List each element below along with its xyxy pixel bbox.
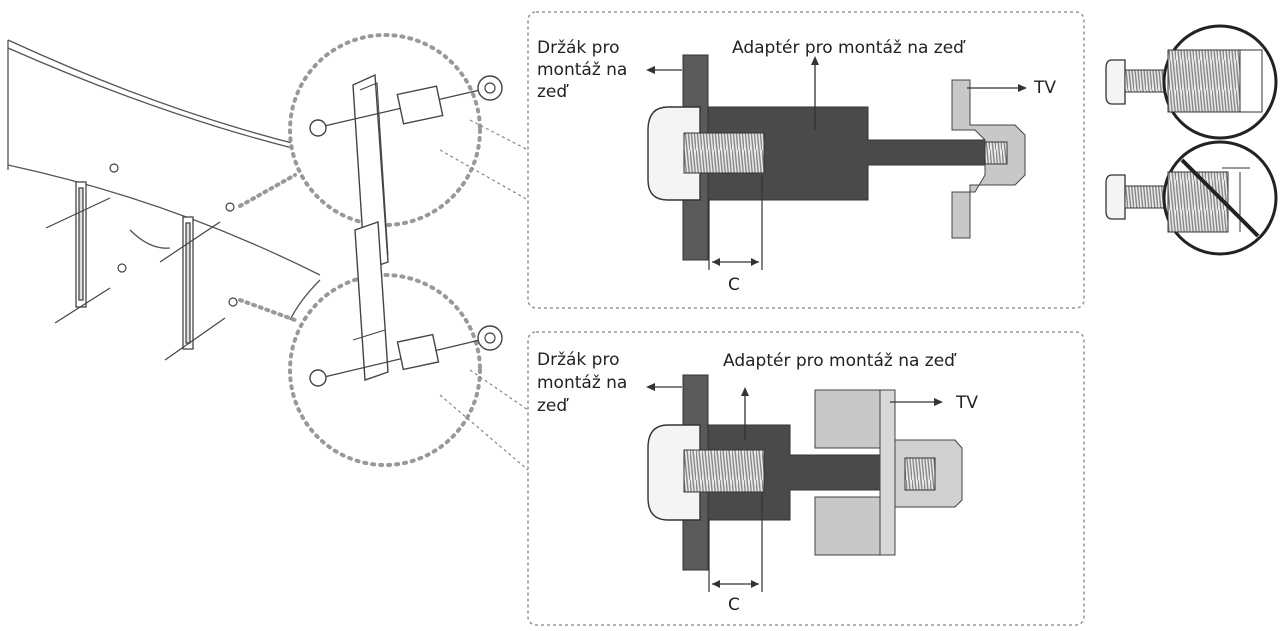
tv-label-bottom: TV — [956, 393, 979, 413]
dimension-c-top: C — [728, 275, 740, 295]
wall-bracket-left — [75, 181, 87, 308]
cross-section-panel-top — [527, 11, 1085, 309]
wall-bracket-right — [182, 216, 194, 350]
screws-small — [45, 163, 238, 361]
screw-correct-icon — [1105, 24, 1278, 140]
zoom-leaders — [238, 173, 297, 322]
zoom-circle-bottom — [288, 221, 503, 467]
prohibited-icon — [1180, 158, 1260, 238]
adapter-label-bottom: Adaptér pro montáž na zeď — [723, 351, 955, 371]
bracket-label-top-line1: Držák pro — [537, 38, 620, 58]
bracket-label-bottom-line2: montáž na — [537, 373, 628, 393]
bracket-label-top-line2: montáž na — [537, 60, 628, 80]
bracket-label-bottom-line1: Držák pro — [537, 350, 620, 370]
tv-label-top: TV — [1034, 78, 1057, 98]
tv-back-illustration — [7, 39, 321, 321]
cross-section-panel-bottom — [527, 331, 1085, 626]
bracket-label-top-line3: zeď — [537, 82, 568, 102]
screw-incorrect-icon — [1105, 140, 1278, 256]
adapter-label-top: Adaptér pro montáž na zeď — [732, 38, 964, 58]
callout-leaders — [439, 119, 529, 471]
dimension-c-bottom: C — [728, 595, 740, 615]
zoom-circle-top — [288, 33, 503, 271]
bracket-label-bottom-line3: zeď — [537, 396, 568, 416]
